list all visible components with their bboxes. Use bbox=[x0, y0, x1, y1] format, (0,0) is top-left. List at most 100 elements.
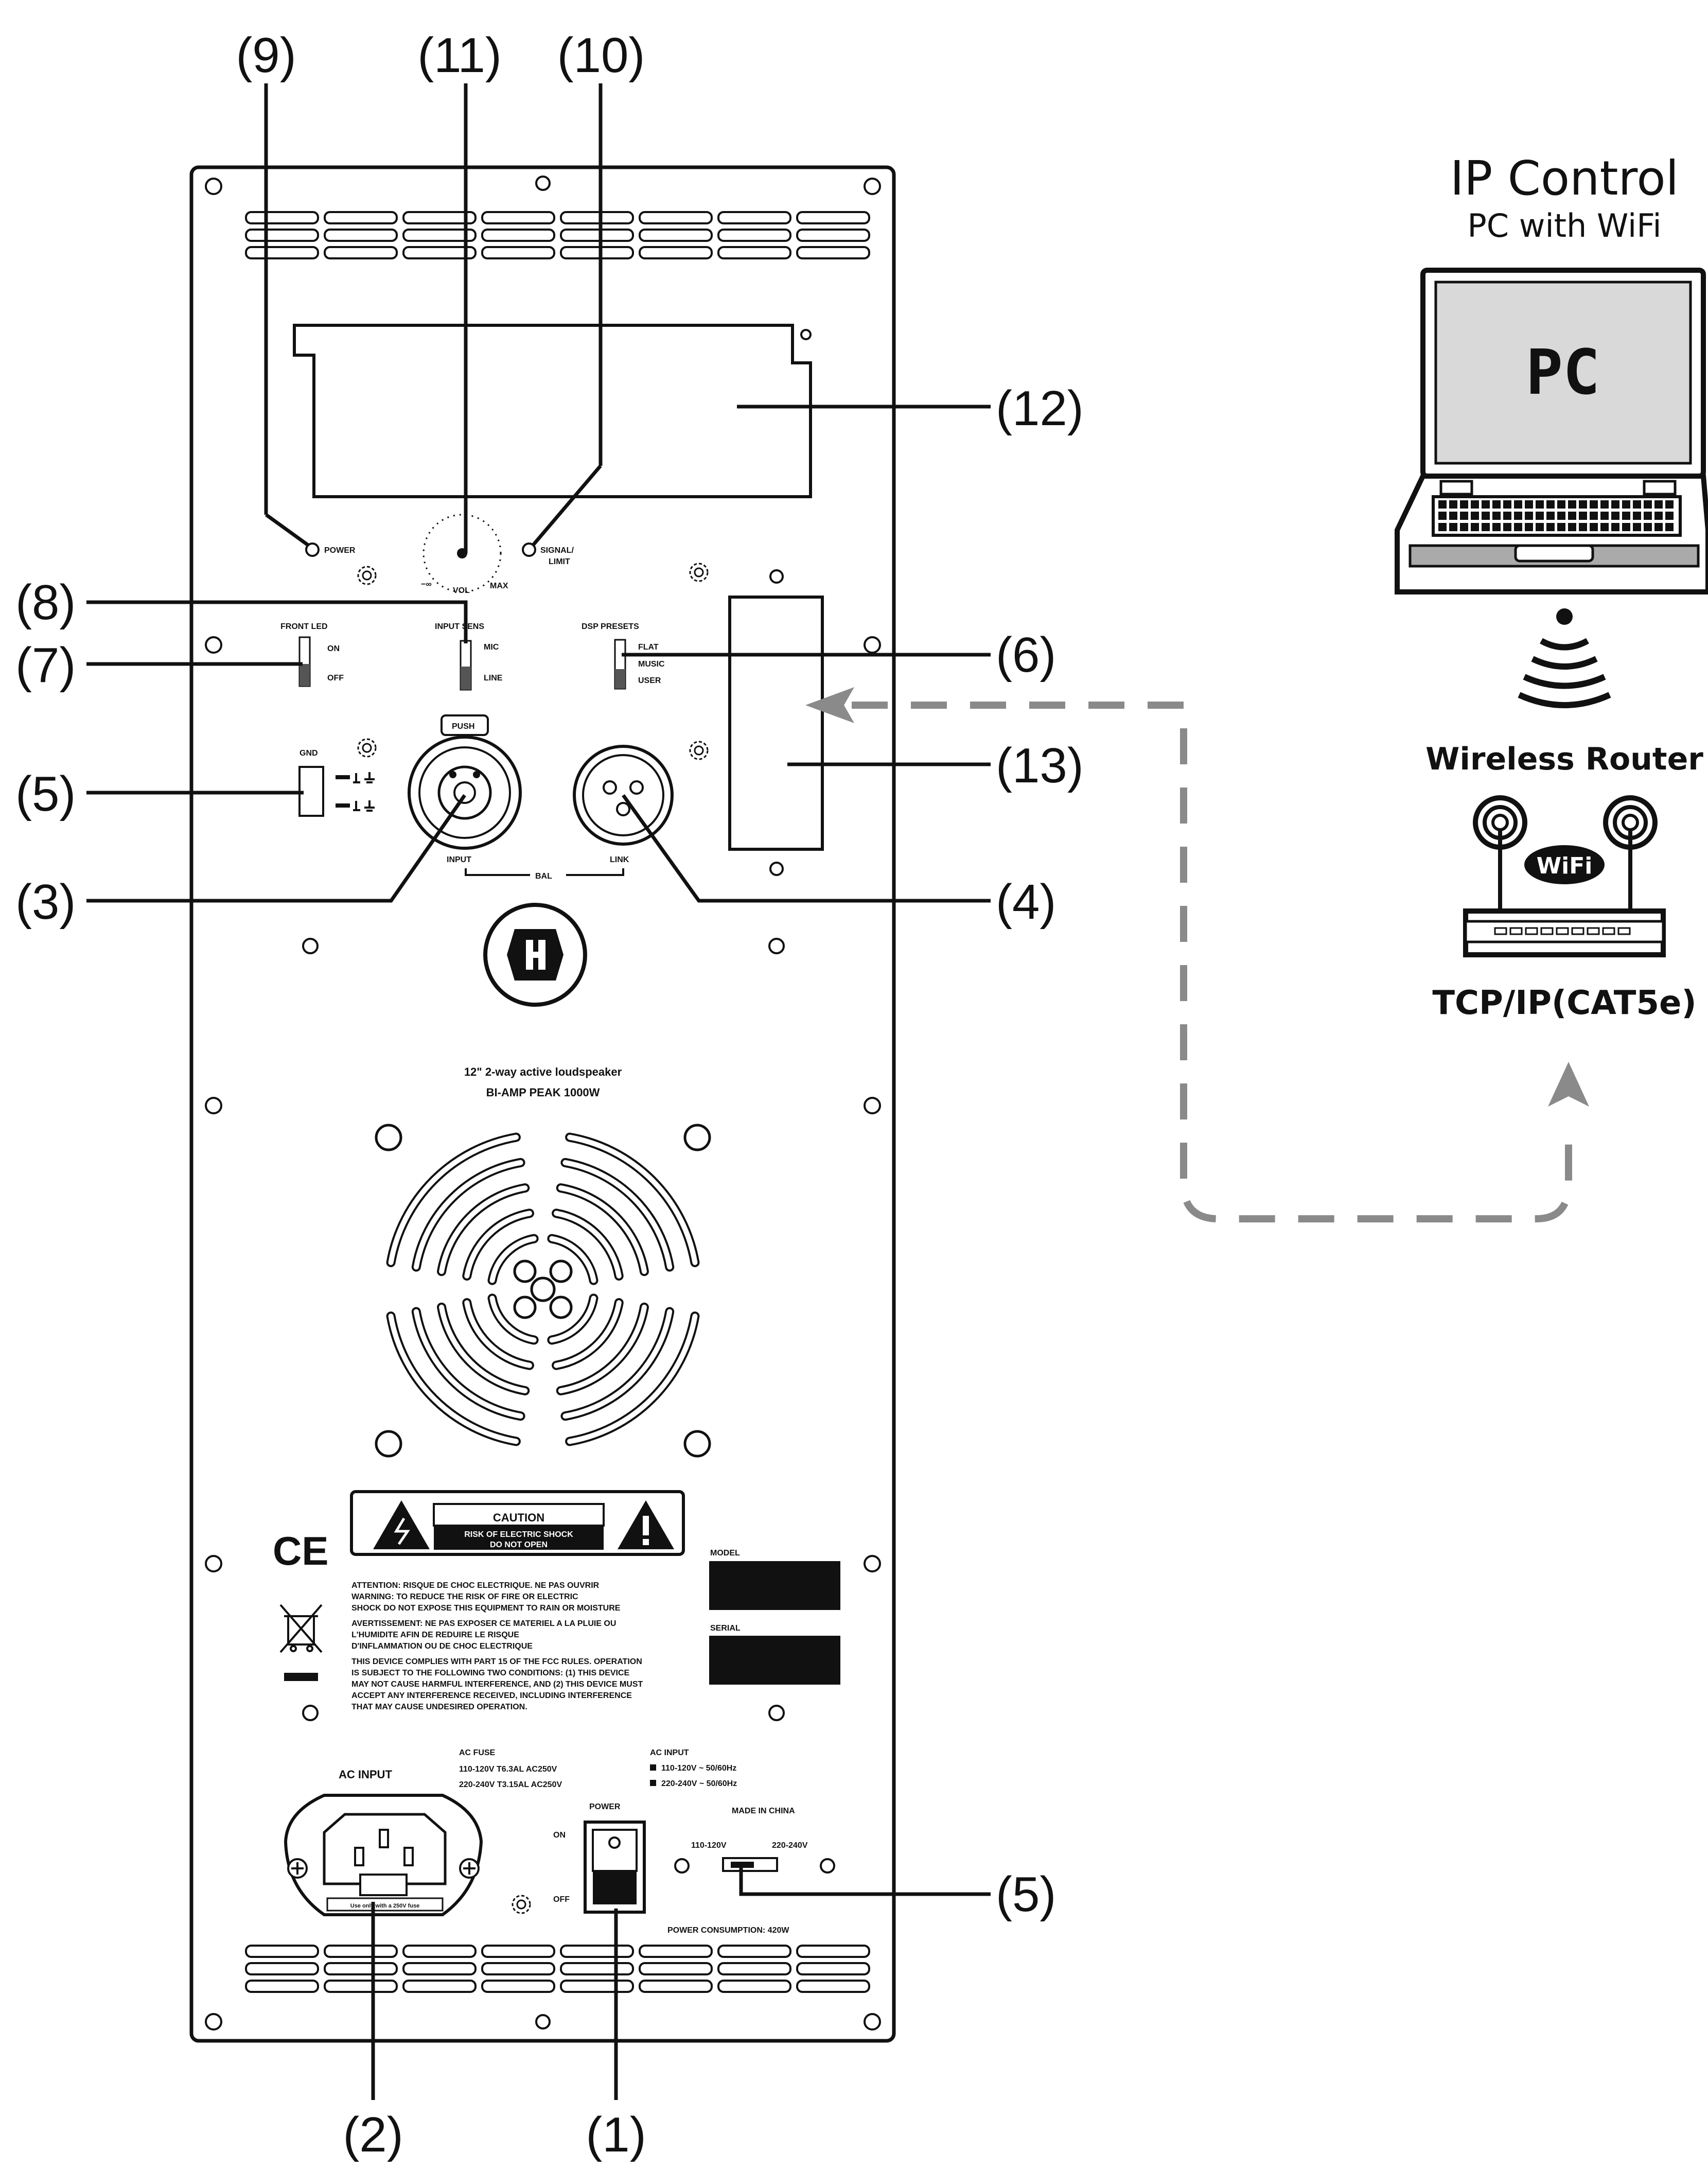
bal-label: BAL bbox=[535, 872, 552, 881]
input-sens-line: LINE bbox=[484, 674, 503, 682]
vent-slot bbox=[717, 229, 791, 242]
wifi-label: WiFi bbox=[1537, 853, 1593, 879]
vent-slot bbox=[796, 1980, 870, 1993]
power-led bbox=[305, 542, 320, 557]
fuse-note: Use only with a 250V fuse bbox=[350, 1903, 420, 1909]
callout-5-gnd: (5) bbox=[15, 766, 76, 821]
protocol-label: TCP/IP(CAT5e) bbox=[1432, 984, 1696, 1022]
callout-2: (2) bbox=[343, 2107, 403, 2162]
screw-icon bbox=[357, 738, 377, 758]
callout-7: (7) bbox=[15, 638, 76, 693]
callout-9: (9) bbox=[236, 28, 296, 83]
warning-line: ATTENTION: RISQUE DE CHOC ELECTRIQUE. NE… bbox=[351, 1581, 600, 1590]
vent-slot bbox=[402, 1962, 477, 1975]
warning-line: SHOCK DO NOT EXPOSE THIS EQUIPMENT TO RA… bbox=[351, 1604, 621, 1613]
power-on-label: ON bbox=[553, 1831, 566, 1840]
link-label: LINK bbox=[610, 855, 629, 864]
vol-label: VOL bbox=[453, 586, 470, 595]
model-plate bbox=[709, 1561, 840, 1610]
vent-slot bbox=[245, 246, 319, 259]
vent-slot bbox=[402, 246, 477, 259]
ip-control-section: IP Control PC with WiFi PC Wireless Rout… bbox=[805, 151, 1708, 1222]
vent-slot bbox=[560, 1945, 634, 1958]
arrow-icon bbox=[805, 687, 854, 723]
screw-icon bbox=[512, 1895, 531, 1914]
volt-110-label: 110-120V bbox=[691, 1841, 727, 1850]
vent-slot bbox=[560, 1980, 634, 1993]
vent-slot bbox=[717, 246, 791, 259]
ac-fuse-line-1: 110-120V T6.3AL AC250V bbox=[459, 1765, 557, 1774]
warning-line: THAT MAY CAUSE UNDESIRED OPERATION. bbox=[351, 1703, 527, 1711]
warning-text: ATTENTION: RISQUE DE CHOC ELECTRIQUE. NE… bbox=[351, 1581, 643, 1711]
caution-label: CAUTION RISK OF ELECTRIC SHOCK DO NOT OP… bbox=[350, 1490, 685, 1556]
ce-mark: CE bbox=[273, 1528, 328, 1573]
vent-slot bbox=[560, 246, 634, 259]
topp-pro-logo bbox=[483, 903, 587, 1007]
product-line-2: BI-AMP PEAK 1000W bbox=[486, 1086, 600, 1099]
wireless-router-icon: WiFi bbox=[1463, 795, 1666, 957]
power-switch[interactable] bbox=[584, 1821, 646, 1914]
vent-slot bbox=[245, 211, 319, 224]
vol-max-label: MAX bbox=[490, 582, 508, 590]
input-sens-mic: MIC bbox=[484, 643, 499, 652]
vent-slot bbox=[639, 246, 713, 259]
front-led-title: FRONT LED bbox=[280, 622, 328, 631]
vent-slot bbox=[560, 229, 634, 242]
vent-slot bbox=[324, 1945, 398, 1958]
callout-8: (8) bbox=[15, 575, 76, 630]
serial-label: SERIAL bbox=[710, 1624, 741, 1633]
warning-line: MAY NOT CAUSE HARMFUL INTERFERENCE, AND … bbox=[351, 1680, 643, 1689]
wifi-signal-icon bbox=[1518, 608, 1611, 708]
vent-slot bbox=[796, 1945, 870, 1958]
power-switch-title: POWER bbox=[589, 1802, 621, 1811]
callout-3: (3) bbox=[15, 874, 76, 930]
vent-slot bbox=[717, 1945, 791, 1958]
signal-limit-led bbox=[522, 542, 536, 557]
weee-bin-icon bbox=[279, 1604, 323, 1653]
vent-slot bbox=[245, 1962, 319, 1975]
power-led-label: POWER bbox=[324, 546, 356, 555]
ac-fuse-title: AC FUSE bbox=[459, 1748, 496, 1757]
combo-input-jack[interactable] bbox=[408, 714, 522, 850]
ac-input-title: AC INPUT bbox=[339, 1768, 392, 1781]
ac-input-spec-title: AC INPUT bbox=[650, 1748, 689, 1757]
ground-icon bbox=[336, 772, 375, 812]
vent-slot bbox=[402, 1980, 477, 1993]
iec-power-inlet[interactable]: Use only with a 250V fuse bbox=[284, 1794, 483, 1916]
vent-slot bbox=[639, 211, 713, 224]
callout-5-voltage: (5) bbox=[996, 1867, 1056, 1922]
vent-slot bbox=[481, 1980, 555, 1993]
caution-sub-2: DO NOT OPEN bbox=[490, 1541, 548, 1549]
callout-12: (12) bbox=[996, 381, 1084, 436]
vent-slot bbox=[324, 229, 398, 242]
callout-6: (6) bbox=[996, 627, 1056, 682]
antenna-icon bbox=[1473, 795, 1527, 911]
vent-slot bbox=[402, 229, 477, 242]
warning-line: L'HUMIDITE AFIN DE REDUIRE LE RISQUE bbox=[351, 1631, 519, 1639]
dashed-connection bbox=[805, 687, 1589, 1222]
vent-slot bbox=[639, 1945, 713, 1958]
screw-icon bbox=[689, 741, 709, 760]
volt-220-label: 220-240V bbox=[772, 1841, 808, 1850]
exclamation-warning-icon bbox=[618, 1500, 674, 1549]
ac-fuse-line-2: 220-240V T3.15AL AC250V bbox=[459, 1780, 562, 1789]
input-label: INPUT bbox=[447, 855, 471, 864]
vent-slot bbox=[402, 1945, 477, 1958]
vent-slot bbox=[796, 1962, 870, 1975]
ip-control-title: IP Control bbox=[1450, 151, 1679, 206]
antenna-icon bbox=[1603, 795, 1658, 911]
vent-slot bbox=[245, 1945, 319, 1958]
input-sens-title: INPUT SENS bbox=[435, 622, 484, 631]
power-off-label: OFF bbox=[553, 1895, 570, 1904]
vent-slot bbox=[481, 211, 555, 224]
vent-slot bbox=[639, 1980, 713, 1993]
dsp-module-plate bbox=[293, 324, 812, 498]
voltage-selector-switch[interactable] bbox=[722, 1857, 778, 1872]
network-module-slot bbox=[728, 596, 824, 851]
vent-slot bbox=[481, 1945, 555, 1958]
callout-13: (13) bbox=[996, 738, 1084, 793]
caution-title: CAUTION bbox=[493, 1511, 544, 1524]
callout-11: (11) bbox=[417, 28, 502, 83]
